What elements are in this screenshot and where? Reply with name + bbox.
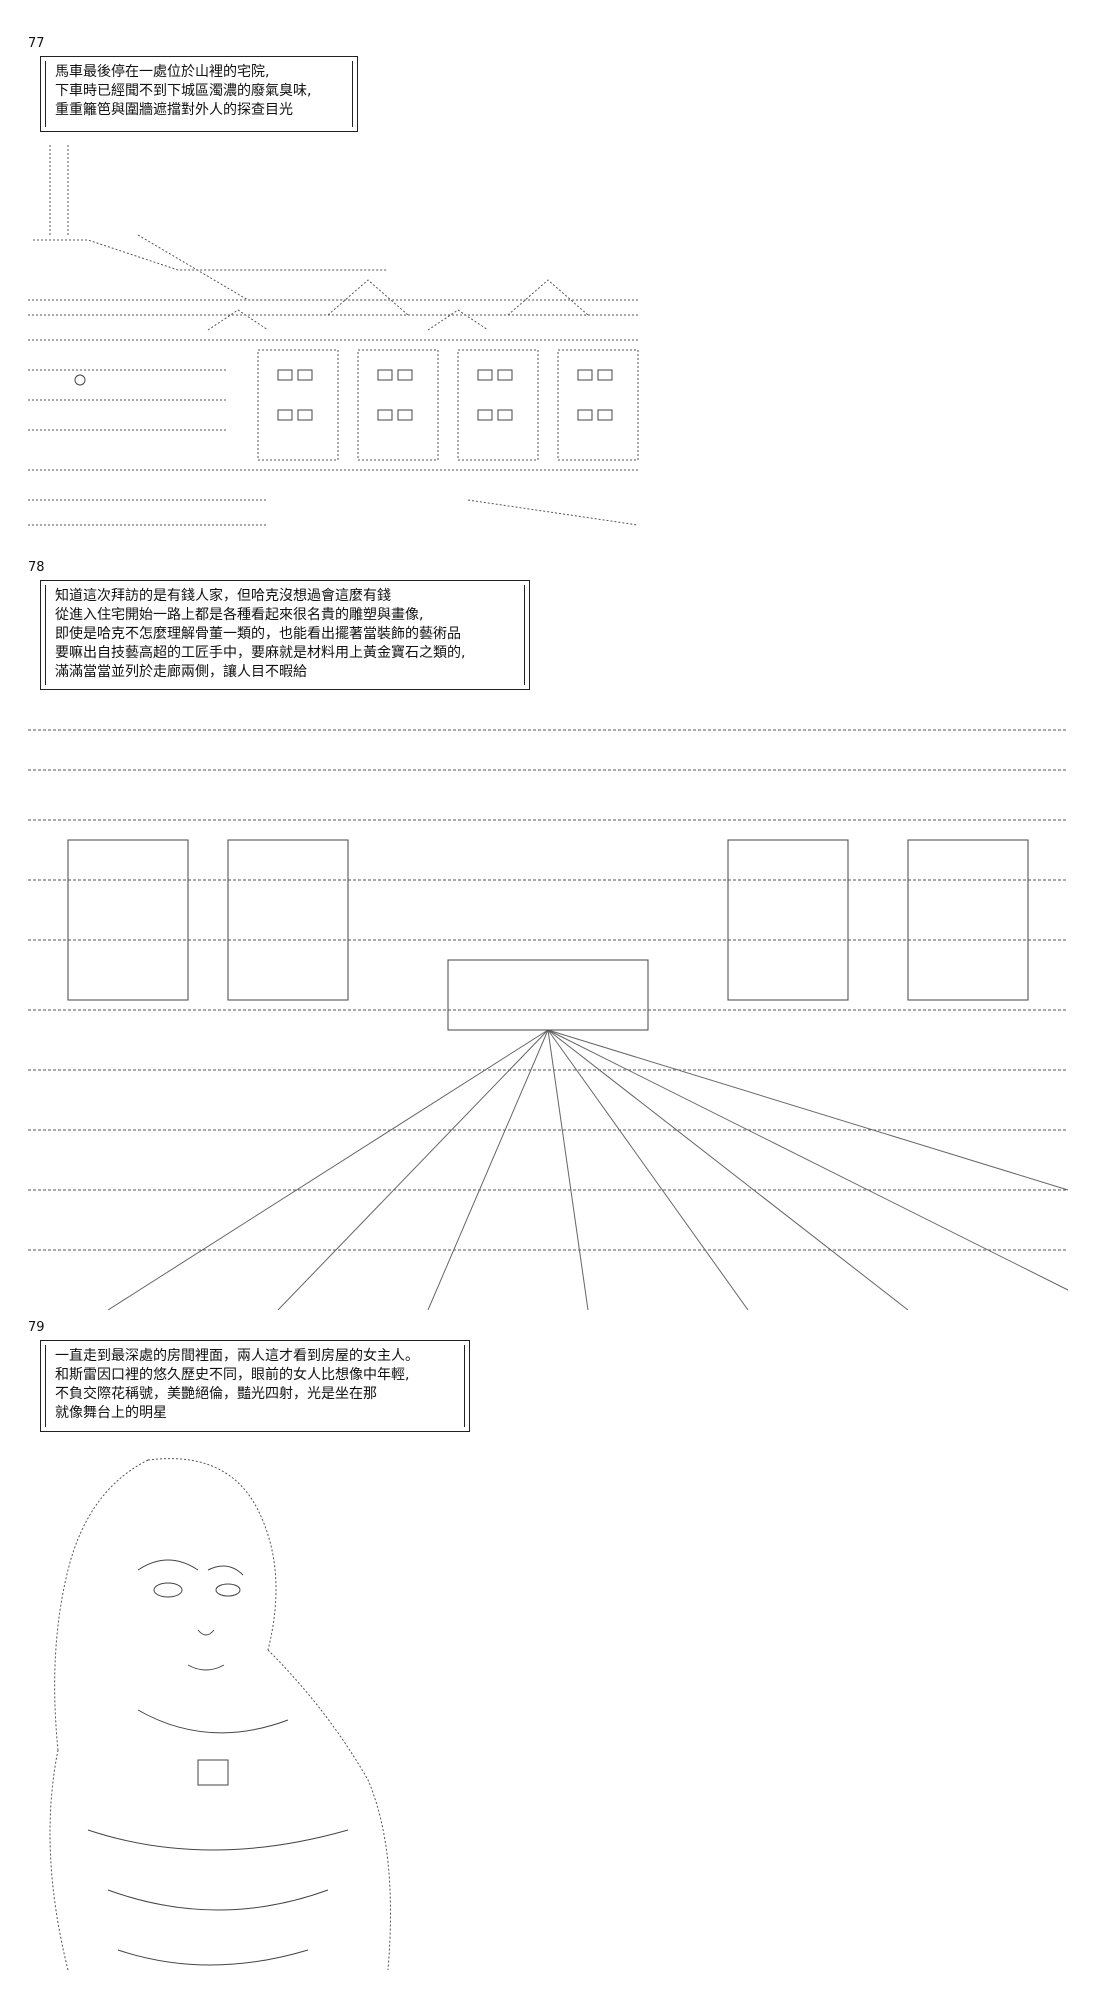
narration-line: 就像舞台上的明星 (55, 1405, 167, 1421)
narration-line: 和斯雷因口裡的悠久歷史不同，眼前的女人比想像中年輕, (55, 1367, 410, 1383)
narration-line: 要嘛出自技藝高超的工匠手中，要麻就是材料用上黃金寶石之類的, (55, 645, 466, 661)
panel-number: 77 (28, 36, 45, 51)
narration-line: 馬車最後停在一處位於山裡的宅院, (55, 64, 270, 80)
panel-number: 79 (28, 1320, 45, 1335)
panel-number: 78 (28, 560, 45, 575)
narration-line: 滿滿當當並列於走廊兩側，讓人目不暇給 (55, 664, 307, 680)
narration-box: 一直走到最深處的房間裡面，兩人這才看到房屋的女主人。 和斯雷因口裡的悠久歷史不同… (40, 1340, 470, 1432)
narration-line: 知道這次拜訪的是有錢人家，但哈克沒想過會這麼有錢 (55, 588, 391, 604)
narration-line: 一直走到最深處的房間裡面，兩人這才看到房屋的女主人。 (55, 1348, 419, 1364)
narration-line: 即使是哈克不怎麼理解骨董一類的，也能看出擺著當裝飾的藝術品 (55, 626, 461, 642)
corridor-ascii-art (28, 710, 1073, 1310)
narration-line: 不負交際花稱號，美艷絕倫，豔光四射，光是坐在那 (55, 1386, 377, 1402)
narration-line: 重重籬笆與圍牆遮擋對外人的探查目光 (55, 102, 293, 118)
narration-box: 馬車最後停在一處位於山裡的宅院, 下車時已經聞不到下城區濁濃的廢氣臭味, 重重籬… (40, 56, 358, 132)
narration-box: 知道這次拜訪的是有錢人家，但哈克沒想過會這麼有錢 從進入住宅開始一路上都是各種看… (40, 580, 530, 690)
mansion-ascii-art (28, 140, 648, 540)
narration-line: 從進入住宅開始一路上都是各種看起來很名貴的雕塑與畫像, (55, 607, 424, 623)
woman-ascii-art (28, 1450, 428, 1990)
narration-line: 下車時已經聞不到下城區濁濃的廢氣臭味, (55, 83, 312, 99)
